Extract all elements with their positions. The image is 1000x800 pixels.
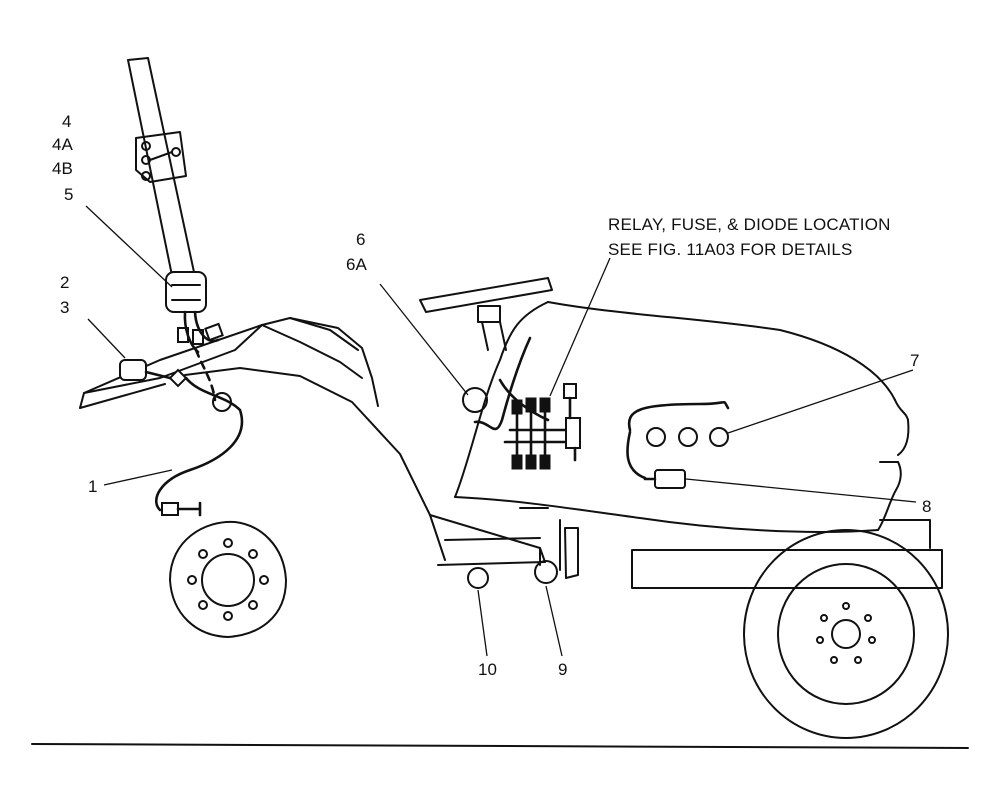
callout-2: 2 — [60, 273, 69, 292]
relay-cluster — [503, 383, 581, 470]
sender-unit — [654, 469, 686, 489]
post-connectors — [177, 310, 232, 412]
callout-9: 9 — [558, 660, 567, 679]
note-line-1: RELAY, FUSE, & DIODE LOCATION — [608, 215, 891, 234]
steering — [419, 277, 553, 351]
leader-lines — [85, 205, 917, 657]
callout-8: 8 — [922, 497, 931, 516]
callout-1: 1 — [88, 477, 97, 496]
hood — [454, 301, 931, 549]
key-switch — [462, 387, 488, 413]
callout-10: 10 — [478, 660, 497, 679]
rear-harness — [144, 370, 244, 512]
dash-harness — [473, 336, 550, 431]
callout-6: 6 — [356, 230, 365, 249]
note-line-2: SEE FIG. 11A03 FOR DETAILS — [608, 240, 853, 259]
callout-4b: 4B — [52, 159, 73, 178]
callout-6a: 6A — [346, 255, 367, 274]
platform — [429, 514, 546, 566]
rops-post — [127, 57, 201, 306]
work-light — [165, 271, 207, 313]
flasher-lamp — [119, 359, 147, 381]
rear-hub — [169, 520, 287, 638]
front-wheel — [743, 529, 949, 739]
callout-5: 5 — [64, 185, 73, 204]
ground-line — [31, 743, 969, 749]
callout-7: 7 — [910, 351, 919, 370]
callout-4a: 4A — [52, 135, 73, 154]
pedal-9 — [534, 560, 558, 584]
fender — [79, 317, 446, 561]
harness-connector — [161, 502, 179, 516]
gauge-cluster — [626, 400, 730, 480]
pedal-10 — [467, 567, 489, 589]
callout-4: 4 — [62, 112, 71, 131]
callout-3: 3 — [60, 298, 69, 317]
